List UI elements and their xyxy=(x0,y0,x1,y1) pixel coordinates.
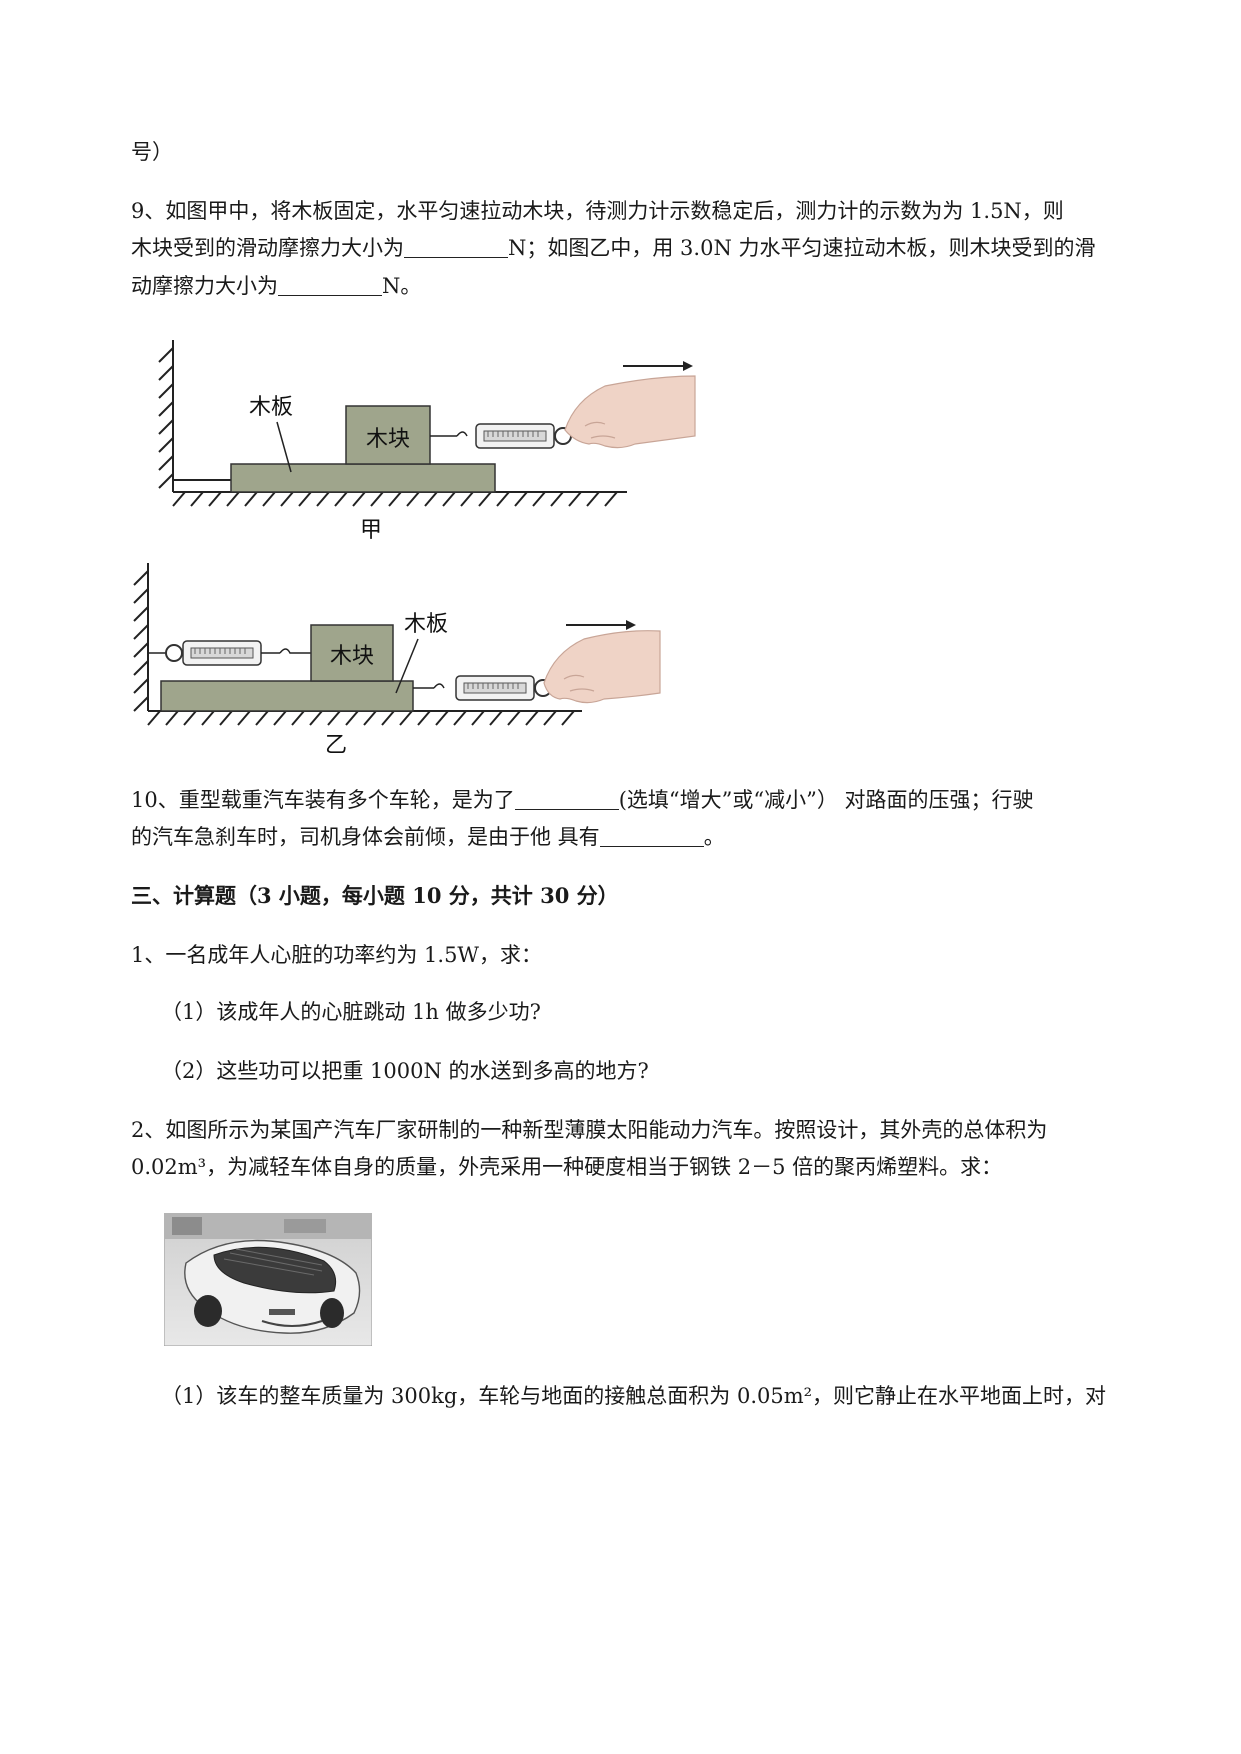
wall xyxy=(133,563,149,712)
solar-car-photo xyxy=(164,1213,372,1346)
text: 的汽车急刹车时，司机身体会前倾，是由于他 具有 xyxy=(131,825,600,849)
question-10-line-1: 10、重型载重汽车装有多个车轮，是为了 (选填“增大”或“减小”） 对路面的压强；… xyxy=(131,784,1034,816)
board-label: 木板 xyxy=(249,395,293,420)
figure-yi: 木块 木板 乙 xyxy=(133,563,661,758)
question-10-line-2: 的汽车急刹车时，司机身体会前倾，是由于他 具有 。 xyxy=(131,821,725,853)
text: 。 xyxy=(703,825,725,849)
calc-question-2-line-2: 0.02m³，为减轻车体自身的质量，外壳采用一种硬度相当于钢铁 2－5 倍的聚丙… xyxy=(131,1155,1003,1179)
calc-question-1-part-1: （1）该成年人的心脏跳动 1h 做多少功? xyxy=(161,1000,541,1024)
text: N。 xyxy=(382,274,422,298)
figure-jia: 木块 木板 甲 xyxy=(158,340,696,543)
block-label: 木块 xyxy=(330,644,374,669)
right-spring-scale xyxy=(413,675,552,701)
question-9-line-3: 动摩擦力大小为 N。 xyxy=(131,270,421,302)
hand-illustration xyxy=(564,375,696,449)
wooden-board xyxy=(230,463,496,493)
leader-line xyxy=(395,638,419,694)
calc-question-2-part-1: （1）该车的整车质量为 300kg，车轮与地面的接触总面积为 0.05m²，则它… xyxy=(161,1384,1107,1408)
wall xyxy=(158,340,174,492)
ground xyxy=(172,491,627,507)
figure-caption: 甲 xyxy=(360,518,382,543)
text-line: 号） xyxy=(131,140,173,164)
calc-question-1-part-2: （2）这些功可以把重 1000N 的水送到多高的地方? xyxy=(161,1059,649,1083)
text: 木块受到的滑动摩擦力大小为 xyxy=(131,236,404,260)
wooden-block xyxy=(310,624,394,682)
question-9-line-2: 木块受到的滑动摩擦力大小为 N；如图乙中，用 3.0N 力水平匀速拉动木板，则木块… xyxy=(131,232,1096,264)
board-label: 木板 xyxy=(404,612,448,637)
spring-scale xyxy=(430,423,572,449)
question-9-line-1: 9、如图甲中，将木板固定，水平匀速拉动木块，待测力计示数稳定后，测力计的示数为为… xyxy=(131,199,1064,223)
text: N；如图乙中，用 3.0N 力水平匀速拉动木板，则木块受到的滑 xyxy=(508,236,1096,260)
answer-blank xyxy=(278,273,382,296)
section-heading: 三、计算题（3 小题，每小题 10 分，共计 30 分） xyxy=(131,883,619,908)
ground xyxy=(147,710,582,726)
hand-illustration xyxy=(543,630,661,704)
pull-arrow xyxy=(566,620,636,630)
answer-blank xyxy=(404,235,508,258)
answer-blank xyxy=(599,824,704,847)
answer-blank xyxy=(514,787,619,810)
pull-arrow xyxy=(623,361,693,371)
calc-question-1: 1、一名成年人心脏的功率约为 1.5W，求： xyxy=(131,943,543,967)
figure-caption: 乙 xyxy=(325,733,347,758)
left-spring-scale xyxy=(148,640,311,666)
block-label: 木块 xyxy=(366,427,410,452)
text: (选填“增大”或“减小”） 对路面的压强；行驶 xyxy=(618,788,1034,812)
text: 10、重型载重汽车装有多个车轮，是为了 xyxy=(131,788,515,812)
wooden-block xyxy=(345,405,431,465)
leader-line xyxy=(276,421,292,473)
text: 动摩擦力大小为 xyxy=(131,274,278,298)
calc-question-2-line-1: 2、如图所示为某国产汽车厂家研制的一种新型薄膜太阳能动力汽车。按照设计，其外壳的… xyxy=(131,1118,1048,1142)
wooden-board xyxy=(160,680,414,712)
